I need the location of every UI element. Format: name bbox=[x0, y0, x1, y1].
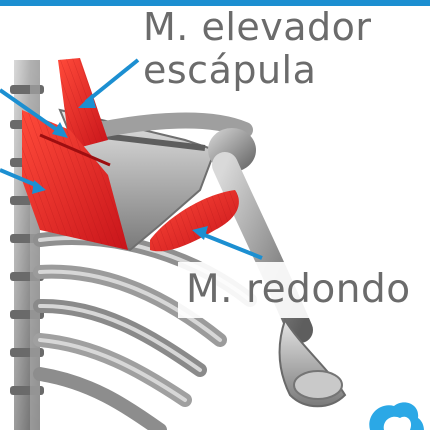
logo-icon bbox=[369, 402, 424, 430]
label-elevador-escapula: M. elevador escápula bbox=[143, 6, 372, 91]
label-redondo: M. redondo bbox=[178, 262, 419, 318]
